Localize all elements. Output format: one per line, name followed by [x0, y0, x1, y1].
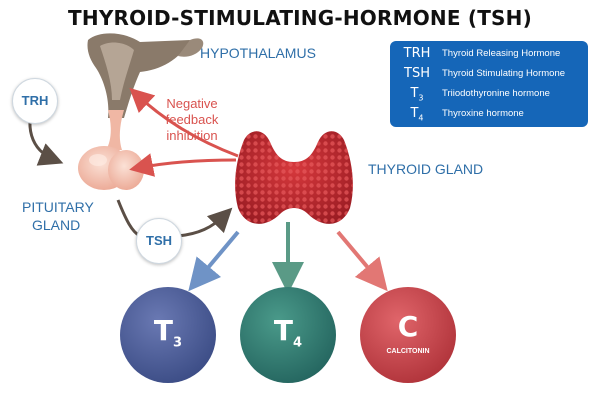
- legend-abbr: T4: [410, 106, 424, 123]
- legend-abbr: T3: [410, 86, 424, 103]
- legend-desc: Thyroxine hormone: [442, 108, 524, 119]
- t3-circle: [120, 287, 216, 383]
- thyroid-label: THYROID GLAND: [368, 161, 484, 177]
- pituitary-label-line1: PITUITARY: [22, 199, 94, 215]
- legend-desc: Triiodothyronine hormone: [442, 88, 550, 99]
- legend-desc: Thyroid Releasing Hormone: [442, 48, 561, 59]
- hypothalamus-illustration: [87, 33, 204, 118]
- c-arrow: [336, 230, 388, 292]
- t3-arrow: [188, 230, 240, 292]
- legend-abbr: TSH: [404, 66, 430, 81]
- tsh-arrow-down: [116, 199, 141, 238]
- page-title: THYROID-STIMULATING-HORMONE (TSH): [68, 6, 532, 30]
- t4-circle-label: T4: [273, 314, 303, 351]
- legend-row-trh: TRH Thyroid Releasing Hormone: [390, 44, 588, 64]
- calcitonin-circle: [360, 287, 456, 383]
- negative-feedback-to-pituitary-arrow: [129, 153, 237, 177]
- legend-row-t3: T3 Triiodothyronine hormone: [390, 84, 588, 104]
- legend-abbr: TRH: [403, 46, 431, 61]
- legend-row-tsh: TSH Thyroid Stimulating Hormone: [390, 64, 588, 84]
- pituitary-illustration: [78, 110, 144, 190]
- negative-feedback-line3: inhibition: [166, 128, 218, 143]
- calcitonin-circle-letter: C: [397, 310, 419, 343]
- negative-feedback-to-hypothalamus-arrow: [129, 87, 239, 158]
- legend-desc: Thyroid Stimulating Hormone: [442, 68, 566, 79]
- negative-feedback-line1: Negative: [166, 96, 218, 111]
- legend-row-t4: T4 Thyroxine hormone: [390, 104, 588, 124]
- calcitonin-circle-caption: CALCITONIN: [386, 348, 430, 355]
- tsh-arrow-up: [177, 207, 233, 238]
- t4-circle: [240, 287, 336, 383]
- hypothalamus-label: HYPOTHALAMUS: [200, 45, 316, 61]
- negative-feedback-line2: feedback: [165, 112, 219, 127]
- legend-box: TRH Thyroid Releasing Hormone TSH Thyroi…: [390, 41, 588, 127]
- trh-badge: TRH: [12, 78, 58, 124]
- t3-circle-label: T3: [153, 314, 183, 351]
- pituitary-label-line2: GLAND: [32, 217, 81, 233]
- thyroid-illustration: [235, 131, 353, 224]
- tsh-badge: TSH: [136, 218, 182, 264]
